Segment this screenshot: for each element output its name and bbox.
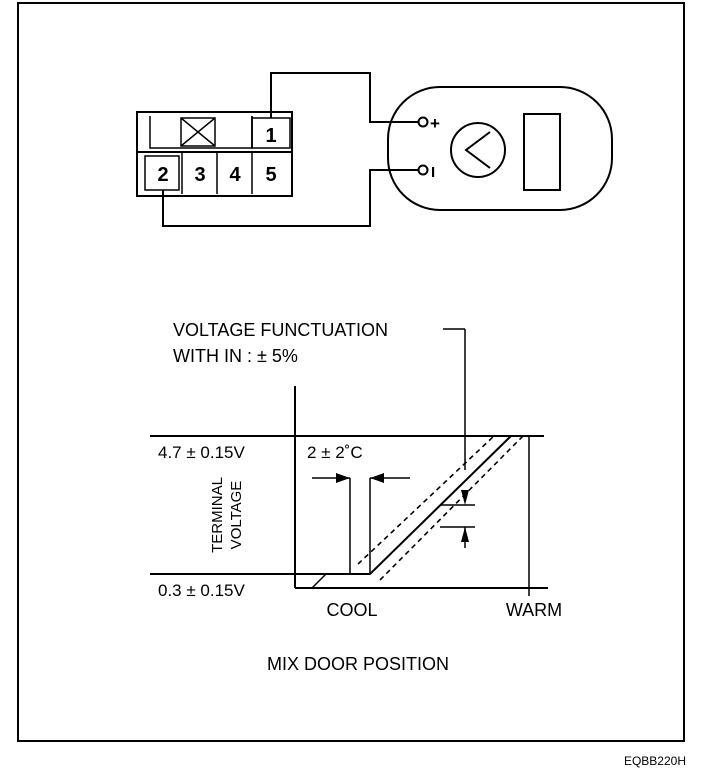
pin-5-label: 5 [265, 164, 276, 186]
meter-display [523, 113, 561, 191]
voltage-curve [350, 435, 512, 575]
x-warm-label: WARM [506, 600, 562, 620]
wire-pin2-to-minus [162, 169, 418, 227]
deadband-label: 2 ± 2˚C [307, 443, 363, 462]
fluctuation-arrows [440, 490, 475, 548]
blocked-cavity-icon [180, 117, 216, 147]
wire-pin1-to-plus [270, 72, 418, 123]
pin-2-label: 2 [157, 164, 168, 186]
x-cool-label: COOL [326, 600, 377, 620]
connector: 1 2 3 4 5 [136, 111, 293, 197]
deadband-arrows [312, 473, 410, 483]
tolerance-band-upper [357, 435, 495, 565]
figure-frame [17, 2, 685, 742]
voltage-fluctuation-note: VOLTAGE FUNCTUATION [173, 320, 388, 340]
x-axis-title: MIX DOOR POSITION [267, 654, 449, 674]
voltage-graph: VOLTAGE FUNCTUATION WITH IN : ± 5% [150, 320, 562, 674]
voltmeter-body [387, 86, 613, 211]
low-tolerance-stub [311, 573, 327, 589]
figure-code: EQBB220H [624, 754, 686, 768]
plus-terminal [417, 116, 429, 128]
pin-3-label: 3 [194, 164, 205, 186]
y-axis-label-voltage: VOLTAGE [228, 481, 245, 550]
tolerance-note: WITH IN : ± 5% [173, 346, 298, 366]
voltage-gauge-icon [450, 122, 506, 178]
minus-terminal [417, 164, 429, 176]
pin-1-label: 1 [265, 125, 276, 147]
connector-body [136, 111, 293, 197]
plus-terminal-label: + [430, 114, 440, 133]
connector-key [149, 116, 253, 149]
minus-terminal-label: I [431, 164, 435, 181]
high-voltage-label: 4.7 ± 0.15V [158, 443, 245, 462]
voltmeter: + I [387, 86, 613, 211]
low-voltage-label: 0.3 ± 0.15V [158, 581, 245, 600]
y-axis-label-terminal: TERMINAL [209, 477, 226, 553]
pin-4-label: 4 [229, 164, 241, 186]
tolerance-band-lower [379, 435, 524, 581]
